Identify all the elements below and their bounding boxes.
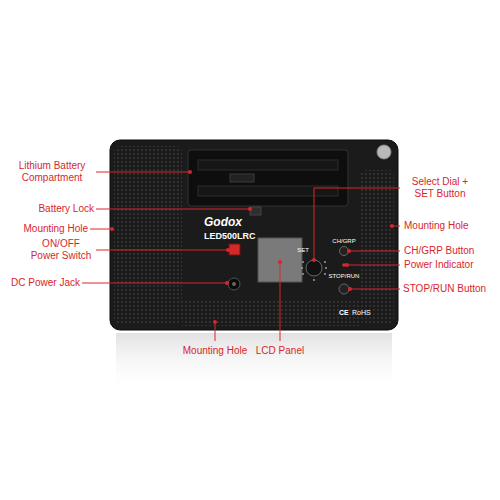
leader-line bbox=[96, 172, 190, 173]
battery-contact bbox=[230, 174, 254, 182]
leader-line bbox=[347, 265, 400, 266]
device-print: STOP/RUN bbox=[328, 273, 360, 280]
leader-line bbox=[82, 283, 227, 284]
callout-label: Select Dial + SET Button bbox=[404, 176, 476, 200]
callout-label: Mounting Hole bbox=[8, 223, 88, 235]
device-print: Godox bbox=[204, 215, 254, 229]
dc-jack-pin bbox=[232, 282, 236, 286]
callout-label: Battery Lock bbox=[8, 203, 94, 215]
panel-reflection bbox=[116, 333, 392, 393]
callout-label: DC Power Jack bbox=[4, 277, 80, 289]
callout-label: CH/GRP Button bbox=[404, 245, 494, 257]
leader-line bbox=[349, 251, 400, 252]
device-print: CE bbox=[339, 309, 351, 317]
callout-label: Mounting Hole bbox=[404, 220, 494, 232]
dial-marks bbox=[301, 261, 327, 281]
leader-line bbox=[314, 188, 400, 260]
device-print: CH/GRP bbox=[331, 238, 357, 245]
power-switch bbox=[229, 244, 240, 255]
leader-dots bbox=[110, 170, 394, 324]
select-dial bbox=[306, 260, 322, 276]
leader-line bbox=[96, 250, 228, 251]
device-print: RoHS bbox=[352, 309, 374, 317]
vent-grille bbox=[114, 146, 182, 324]
dc-jack bbox=[228, 278, 240, 290]
device-print: SET bbox=[293, 247, 313, 254]
leader-line bbox=[96, 209, 250, 210]
battery-rail bbox=[198, 160, 338, 170]
leader-line bbox=[350, 289, 400, 290]
callout-label: Power Indicator bbox=[404, 259, 494, 271]
device-print: LED500LRC bbox=[204, 231, 260, 242]
callout-label: Lithium Battery Compartment bbox=[8, 160, 96, 184]
panel-body bbox=[110, 140, 398, 330]
battery-compartment bbox=[188, 150, 348, 206]
vent-grille bbox=[360, 170, 394, 324]
screw bbox=[377, 145, 391, 159]
vent-grille bbox=[182, 300, 360, 326]
callout-label: ON/OFF Power Switch bbox=[28, 238, 94, 262]
callout-label: STOP/RUN Button bbox=[403, 283, 497, 295]
leader-lines bbox=[82, 172, 400, 341]
stop-run-button bbox=[339, 284, 349, 294]
callout-label: LCD Panel bbox=[245, 345, 315, 357]
leader-line bbox=[90, 229, 112, 230]
leader-line bbox=[280, 262, 281, 341]
leader-line bbox=[215, 322, 216, 341]
callout-label: Mounting Hole bbox=[175, 345, 255, 357]
